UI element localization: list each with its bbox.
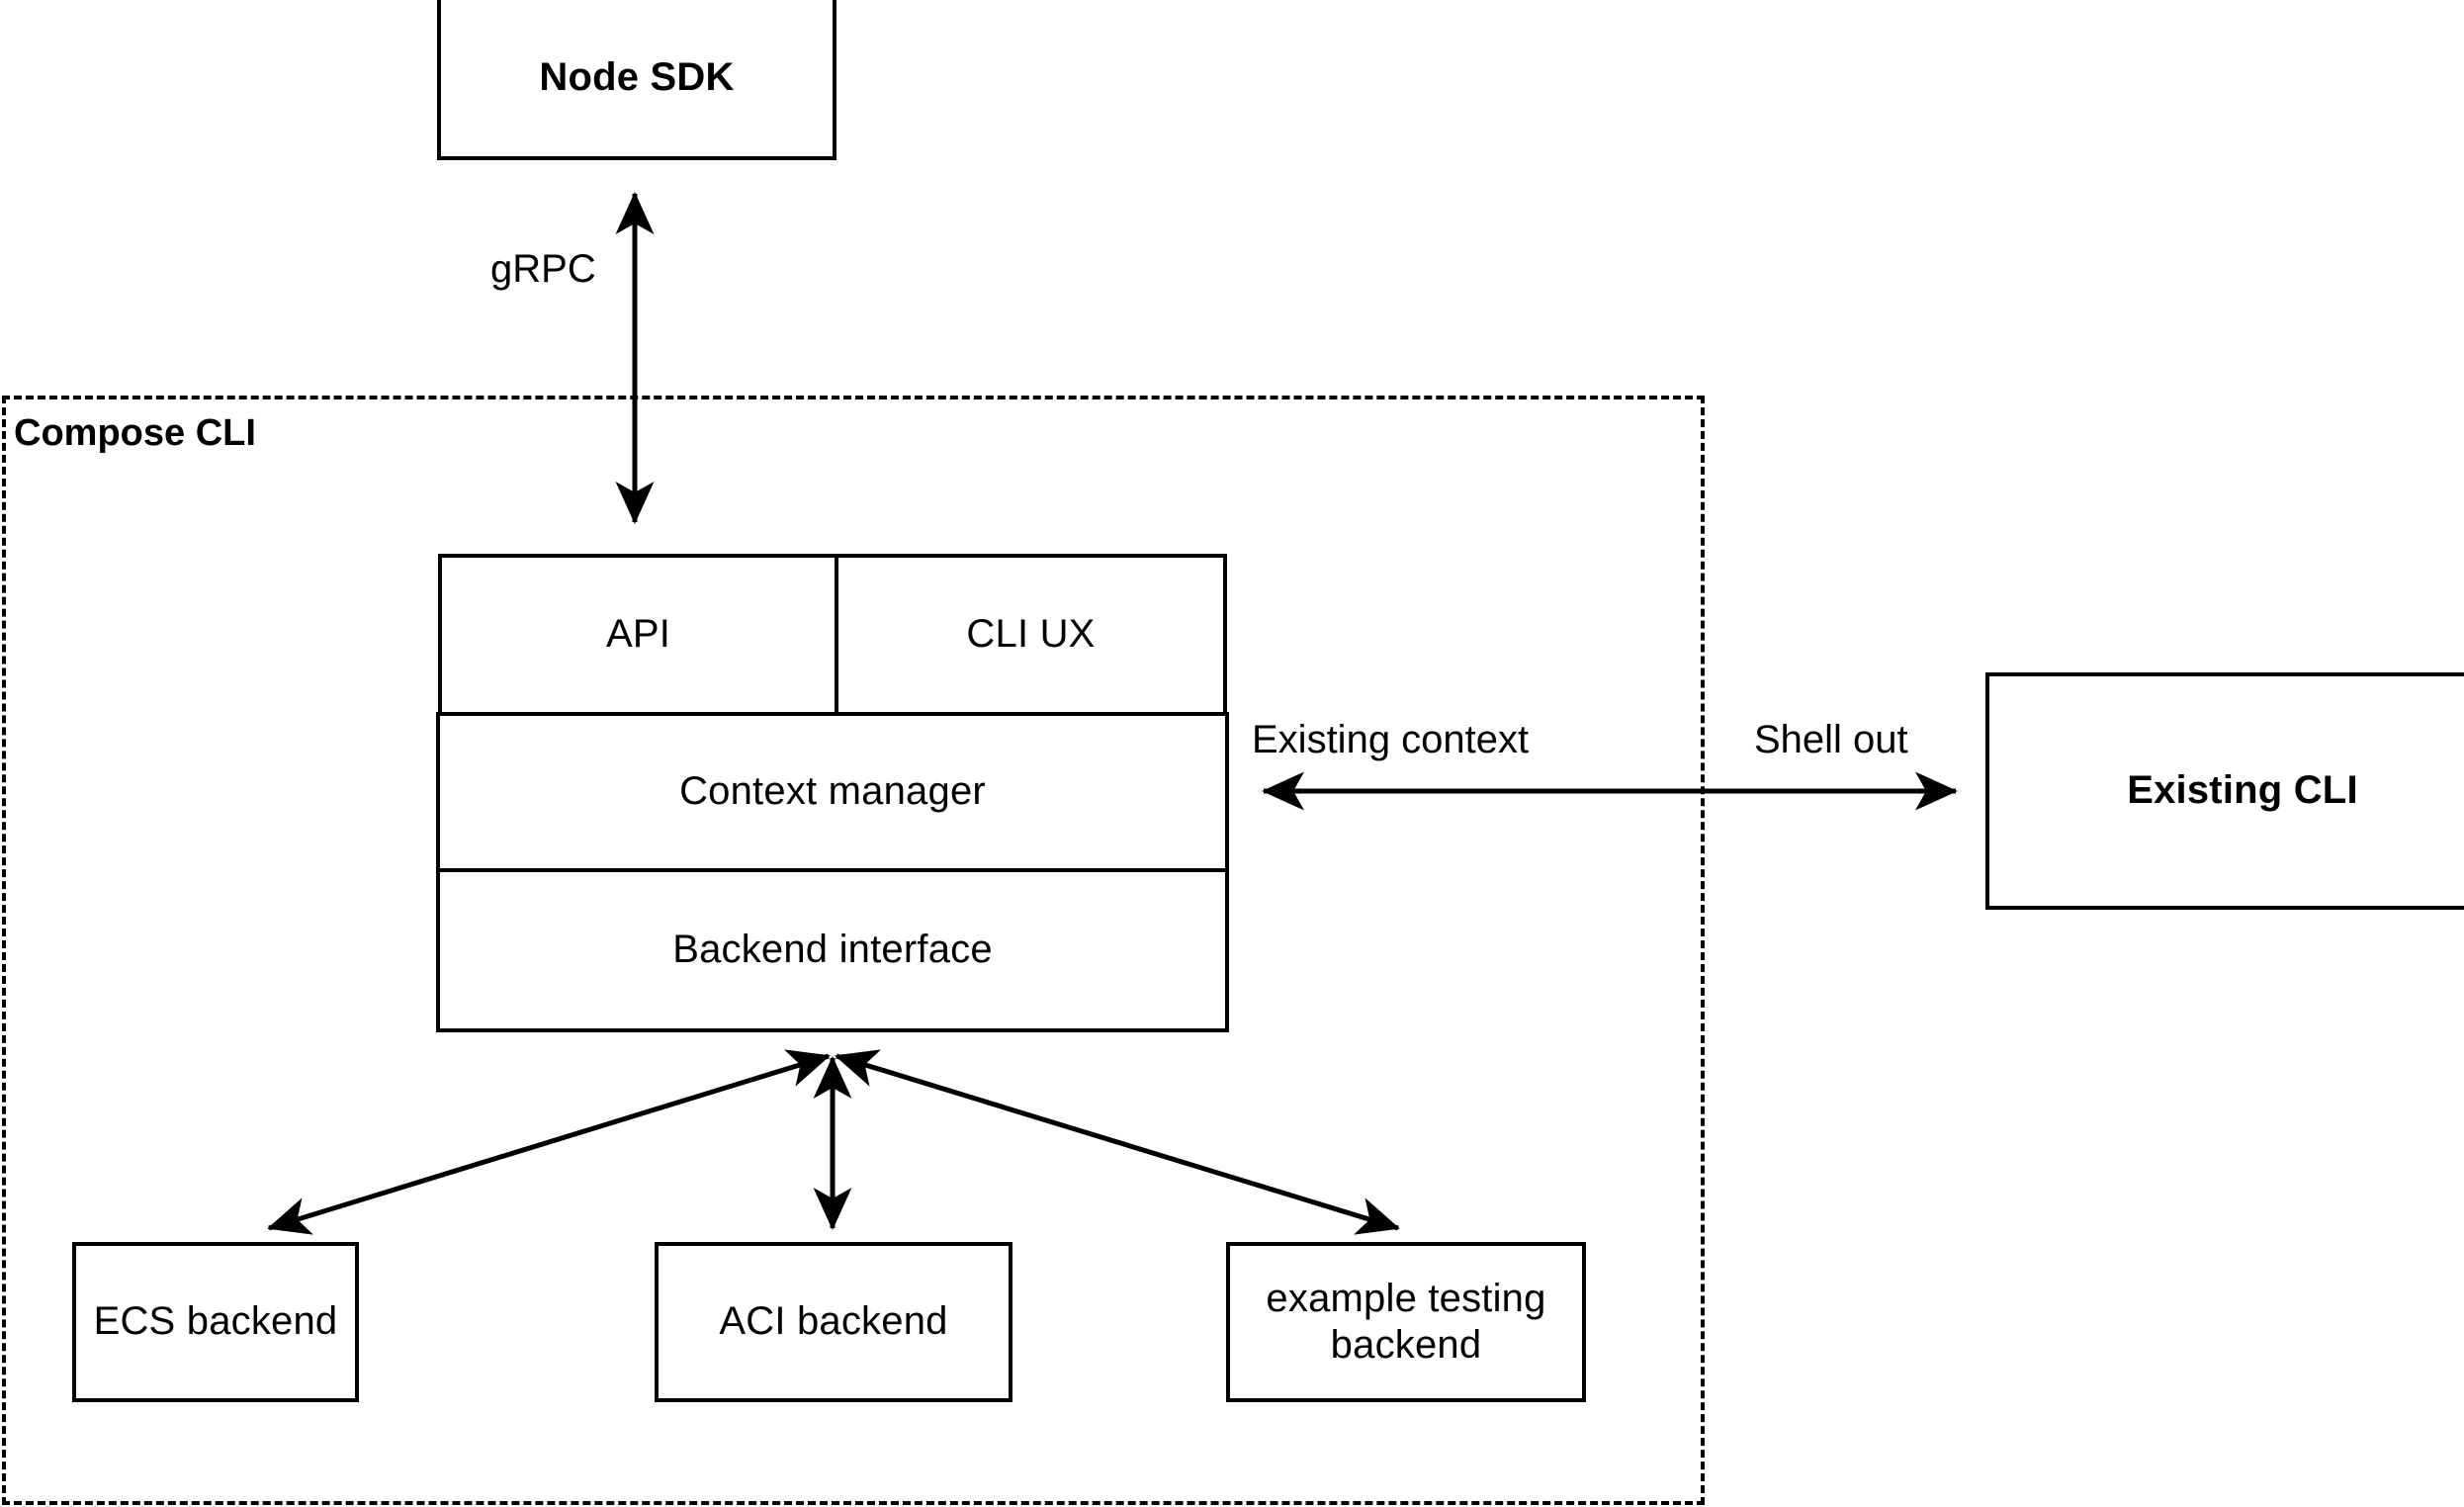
api-cliux-row: API CLI UX <box>436 554 1229 716</box>
cli-ux-cell[interactable]: CLI UX <box>835 554 1227 716</box>
node-sdk-box[interactable]: Node SDK <box>437 0 836 160</box>
connector-backend-ecs <box>267 1049 831 1235</box>
node-sdk-label: Node SDK <box>539 55 735 100</box>
compose-cli-group <box>2 396 1705 1505</box>
backend-interface-label: Backend interface <box>672 928 993 972</box>
shell-out-edge-label: Shell out <box>1748 718 1914 762</box>
example-testing-backend-label: example testing backend <box>1266 1276 1546 1367</box>
compose-cli-group-title: Compose CLI <box>14 412 256 454</box>
existing-cli-label: Existing CLI <box>2127 768 2358 813</box>
api-cell[interactable]: API <box>438 554 838 716</box>
aci-backend-label: ACI backend <box>719 1299 948 1344</box>
connector-backend-example <box>835 1049 1400 1235</box>
ecs-backend-label: ECS backend <box>93 1299 338 1344</box>
existing-context-edge-label: Existing context <box>1246 718 1536 762</box>
existing-cli-box[interactable]: Existing CLI <box>1985 672 2464 910</box>
context-manager-box[interactable]: Context manager <box>436 712 1229 872</box>
aci-backend-box[interactable]: ACI backend <box>655 1242 1012 1402</box>
context-manager-label: Context manager <box>679 769 986 814</box>
cli-ux-label: CLI UX <box>966 612 1096 657</box>
backend-interface-box[interactable]: Backend interface <box>436 868 1229 1032</box>
api-label: API <box>605 612 671 657</box>
ecs-backend-box[interactable]: ECS backend <box>72 1242 359 1402</box>
example-testing-backend-box[interactable]: example testing backend <box>1226 1242 1586 1402</box>
grpc-edge-label: gRPC <box>484 247 602 292</box>
